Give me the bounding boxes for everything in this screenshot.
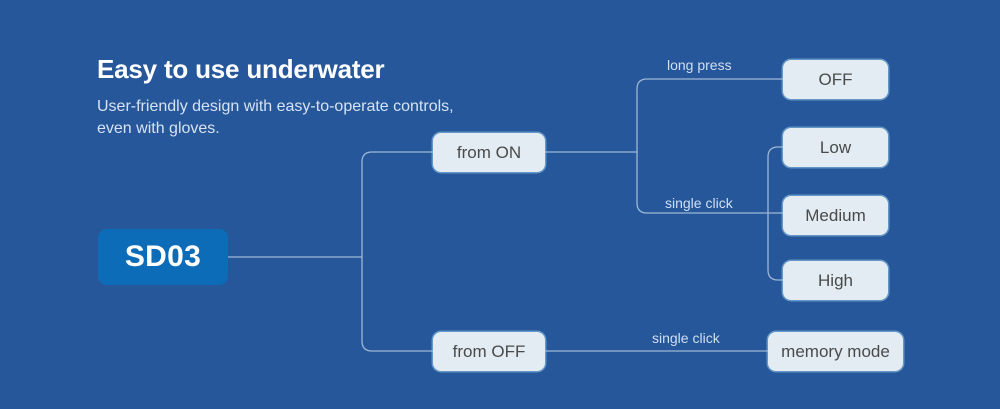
node-medium-label: Medium <box>805 205 866 225</box>
node-from-on[interactable]: from ON <box>433 133 545 172</box>
page-subtitle: User-friendly design with easy-to-operat… <box>97 97 454 137</box>
node-high-label: High <box>818 270 853 290</box>
product-badge-label: SD03 <box>124 240 202 273</box>
product-badge-sd03[interactable]: SD03 <box>98 229 228 285</box>
node-low[interactable]: Low <box>783 128 888 167</box>
edge-from-on-to-off <box>636 78 784 153</box>
node-medium[interactable]: Medium <box>783 196 888 235</box>
page-title: Easy to use underwater <box>97 54 385 84</box>
intro-text-block: Easy to use underwater User-friendly des… <box>97 55 457 140</box>
node-from-on-label: from ON <box>456 142 522 162</box>
edge-speeds-to-low <box>767 146 784 214</box>
node-memory-mode-label: memory mode <box>781 341 890 361</box>
node-high[interactable]: High <box>783 261 888 300</box>
node-low-label: Low <box>819 137 852 157</box>
edge-label-single-click-from-off: single click <box>652 330 720 346</box>
node-from-off[interactable]: from OFF <box>433 332 545 371</box>
edge-root-to-from-off <box>361 256 434 352</box>
edge-speeds-to-high <box>767 212 784 281</box>
node-memory-mode[interactable]: memory mode <box>768 332 903 371</box>
edge-label-long-press: long press <box>667 57 732 73</box>
edge-label-single-click-from-on: single click <box>665 195 733 211</box>
node-off[interactable]: OFF <box>783 60 888 99</box>
node-from-off-label: from OFF <box>452 341 526 361</box>
edge-root-to-from-on <box>361 151 434 258</box>
node-off-label: OFF <box>818 69 853 89</box>
